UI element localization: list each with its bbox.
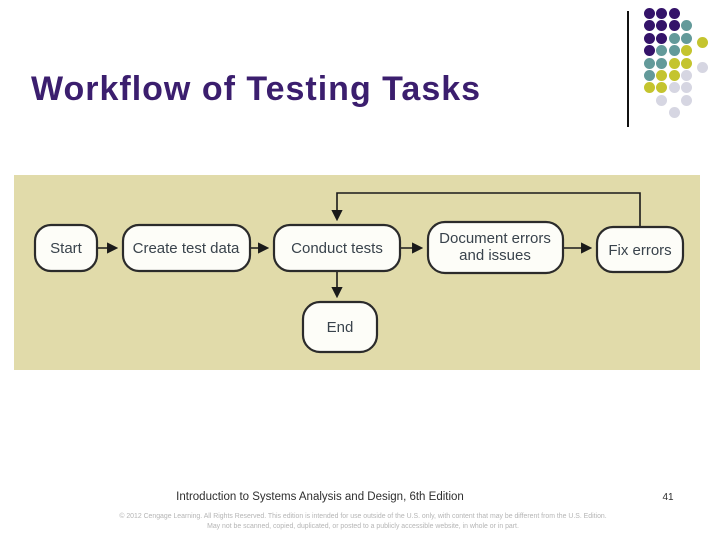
deco-dot	[644, 82, 655, 94]
node-document-errors-label-line1: Document errors	[439, 230, 551, 247]
node-start-shape	[33, 223, 99, 273]
deco-dot	[668, 20, 680, 32]
footer-copyright-line2: May not be scanned, copied, duplicated, …	[207, 523, 519, 530]
deco-dot	[681, 70, 693, 81]
node-document-errors-shape	[426, 220, 565, 275]
page-number: 41	[662, 492, 674, 503]
deco-dot	[681, 45, 693, 57]
deco-dot	[656, 32, 668, 44]
deco-dot	[644, 70, 655, 81]
deco-dot	[681, 94, 693, 106]
node-fix-errors-label: Fix errors	[608, 242, 671, 259]
deco-dot	[668, 8, 680, 19]
page-title: Workflow of Testing Tasks	[31, 70, 482, 108]
node-create-test-data-label: Create test data	[133, 240, 240, 257]
node-end-label: End	[327, 319, 354, 336]
node-end-shape	[301, 300, 379, 354]
flowchart-svg: Start Create test data Conduct tests Doc…	[33, 192, 685, 354]
node-create-test-data: Create test data	[121, 223, 252, 273]
deco-dot	[696, 36, 708, 48]
deco-dot	[644, 45, 655, 57]
deco-dot	[656, 70, 668, 81]
deco-dot	[644, 8, 655, 19]
deco-dot	[668, 45, 680, 57]
node-document-errors-label-line2: and issues	[459, 247, 531, 264]
feedback-loop-line	[331, 192, 641, 227]
deco-dot	[668, 70, 680, 81]
deco-dot	[681, 20, 693, 32]
deco-dot	[696, 61, 708, 73]
deco-dot	[681, 32, 693, 44]
deco-dot	[644, 57, 655, 69]
deco-dot	[668, 57, 680, 69]
deco-dot	[656, 57, 668, 69]
footer-book-title: Introduction to Systems Analysis and Des…	[176, 491, 464, 503]
node-end: End	[301, 300, 379, 354]
node-fix-errors-shape	[595, 225, 685, 274]
deco-dot	[656, 20, 668, 32]
deco-dot	[681, 57, 693, 69]
deco-dot	[668, 32, 680, 44]
node-start-label: Start	[50, 240, 83, 257]
deco-dot	[656, 94, 668, 106]
footer-copyright-line1: © 2012 Cengage Learning. All Rights Rese…	[119, 513, 607, 520]
node-conduct-tests: Conduct tests	[272, 223, 402, 273]
node-create-test-data-shape	[121, 223, 252, 273]
deco-dot	[656, 45, 668, 57]
deco-dot	[644, 20, 655, 32]
deco-dot	[656, 82, 668, 94]
deco-dot	[668, 82, 680, 94]
deco-dot	[656, 8, 668, 19]
node-document-errors: Document errors and issues	[426, 220, 565, 275]
deco-dot	[681, 82, 693, 94]
node-conduct-tests-shape	[272, 223, 402, 273]
node-conduct-tests-label: Conduct tests	[291, 240, 383, 257]
deco-dot	[668, 107, 680, 119]
node-fix-errors: Fix errors	[595, 225, 685, 274]
deco-dot	[644, 32, 655, 44]
dot-grid	[644, 8, 714, 128]
flowchart-panel: Start Create test data Conduct tests Doc…	[14, 175, 700, 370]
node-start: Start	[33, 223, 99, 273]
deco-divider-line	[627, 11, 629, 127]
